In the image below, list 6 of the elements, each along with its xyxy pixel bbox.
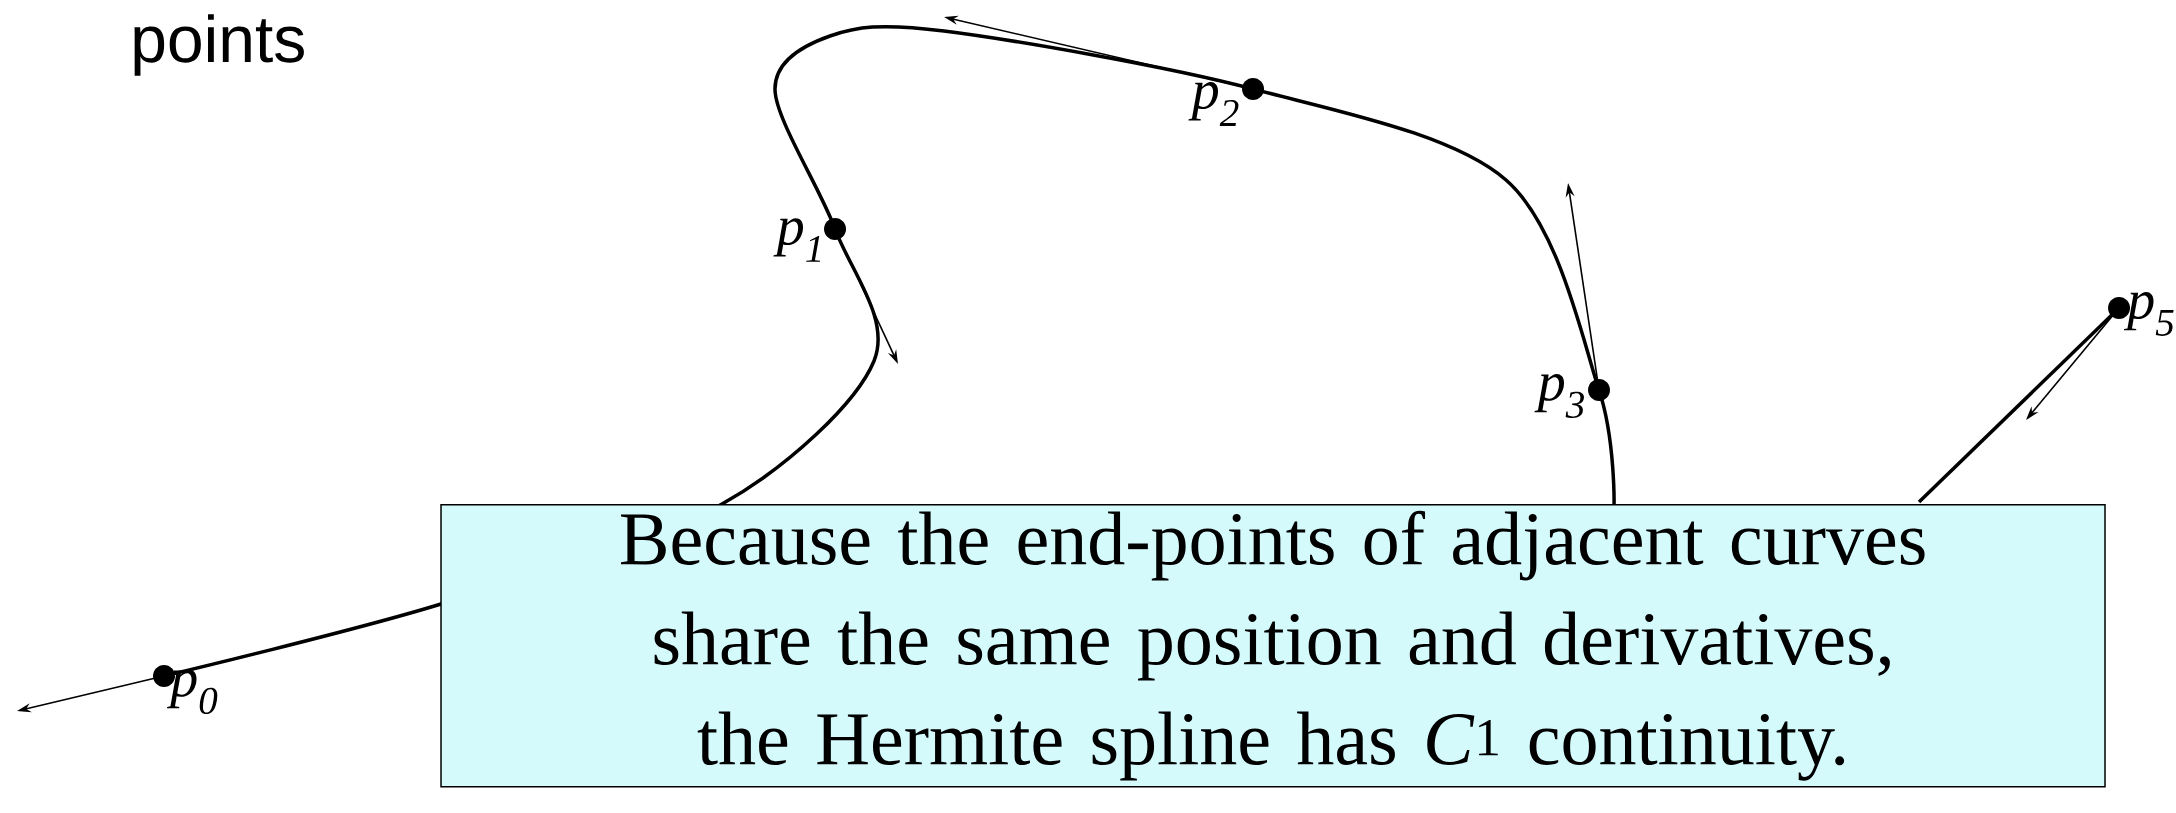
point-label: p$_{5}$: [2123, 292, 2174, 336]
point-label: p$_{1}$: [773, 218, 821, 262]
heading-text: points: [134, 14, 304, 76]
point-label: p$_{2}$: [1188, 82, 1239, 126]
point-label: p$_{3}$: [1534, 373, 1584, 419]
text-box: Because the end-points of adjacent curves share the same position and derivatives, the Hermite spline has C$^{1}$ continuity.: [440, 504, 2106, 788]
